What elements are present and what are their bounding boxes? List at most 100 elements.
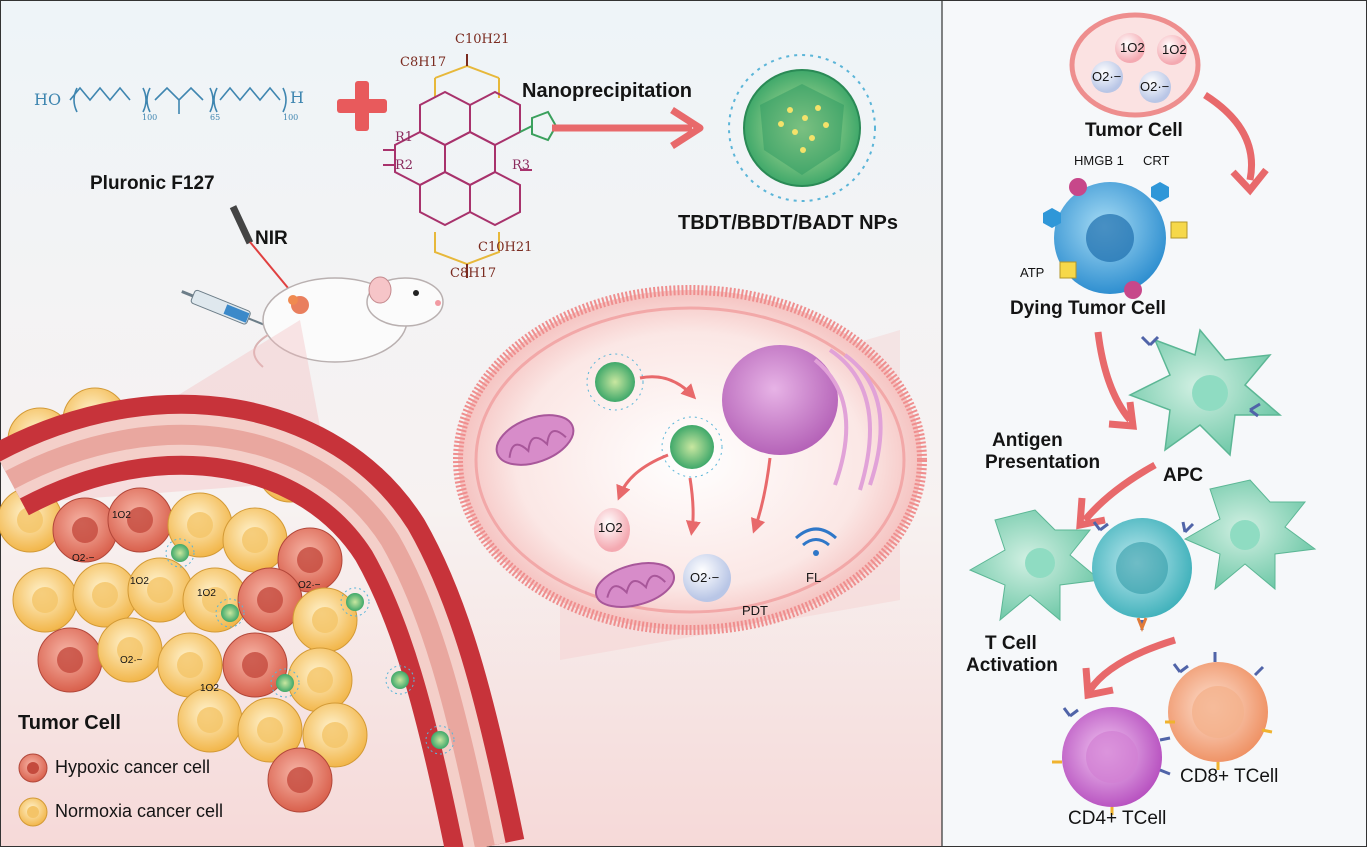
normoxia-cancer-cell <box>222 507 288 573</box>
t-cell-label: T Cell <box>985 633 1037 654</box>
golgi-icon <box>813 348 883 491</box>
dye-bottom-chain-2: C8H17 <box>450 266 497 281</box>
crt-marker <box>1043 208 1061 228</box>
normoxia-cancer-cell <box>72 562 138 628</box>
tissue-ros-label: O2·− <box>298 580 321 591</box>
wifi-icon <box>794 527 838 556</box>
hmgb1-label: HMGB 1 <box>1074 153 1124 168</box>
polymer-h-label: H <box>290 88 304 107</box>
tumor-cell-icon <box>1069 12 1201 118</box>
cell-superoxide-label: O2·− <box>690 570 720 585</box>
nanoparticle-icon <box>165 538 195 568</box>
hypoxic-cancer-cell <box>52 497 118 563</box>
fl-label: FL <box>806 570 822 585</box>
dye-bottom-chain-1: C10H21 <box>478 240 533 255</box>
nucleus-icon <box>722 345 838 455</box>
circulating-nanoparticles <box>165 538 455 755</box>
dye-molecule-icon <box>383 54 558 278</box>
plus-icon <box>337 81 387 131</box>
pdt-label: PDT <box>742 603 768 618</box>
normoxia-cancer-cell <box>127 557 193 623</box>
apc-icon <box>1183 479 1317 591</box>
ros-label: 1O2 <box>1162 42 1187 57</box>
normoxia-cancer-cell <box>302 702 368 768</box>
tissue-ros-label: 1O2 <box>112 510 131 521</box>
ros-label: O2·− <box>1092 69 1122 84</box>
nanoparticle-label: TBDT/BBDT/BADT NPs <box>678 212 898 234</box>
arrowhead <box>1076 497 1106 530</box>
singlet-oxygen-bubble <box>594 508 630 552</box>
dye-top-chain-1: C10H21 <box>455 32 510 47</box>
polymer-ho-label: HO <box>34 90 62 109</box>
cell-singlet-oxygen-label: 1O2 <box>598 520 623 535</box>
nanoparticle-icon <box>215 598 245 628</box>
arrow-to-dying-cell <box>1203 92 1255 181</box>
crt-label: CRT <box>1143 153 1170 168</box>
legend-hypoxic-label: Hypoxic cancer cell <box>55 757 211 777</box>
pluronic-structure <box>69 86 287 114</box>
legend-hypoxic-swatch <box>18 753 48 783</box>
hypoxic-cancer-cell <box>37 627 103 693</box>
hypoxic-cancer-cell <box>267 747 333 813</box>
hmgb1-marker <box>1124 281 1142 299</box>
dye-r3: R3 <box>512 158 531 173</box>
nanoparticle-icon <box>385 665 415 695</box>
blood-vessel-icon <box>0 394 525 847</box>
nanoprecipitation-arrowhead <box>670 107 704 149</box>
hypoxic-cancer-cell <box>237 567 303 633</box>
tissue-ros-label: 1O2 <box>200 683 219 694</box>
atp-marker <box>1059 261 1077 279</box>
atp-marker <box>1170 221 1188 239</box>
arrowhead <box>1230 167 1269 196</box>
normoxia-cancer-cell <box>12 567 78 633</box>
tissue-ros-label: O2·− <box>72 553 95 564</box>
normoxia-cancer-cell <box>237 697 303 763</box>
apc-label: APC <box>1163 465 1204 486</box>
nir-label: NIR <box>255 228 288 249</box>
cd4-label: CD4+ TCell <box>1068 808 1167 829</box>
tissue-ros-label: 1O2 <box>130 576 149 587</box>
polymer-name: Pluronic F127 <box>90 173 215 194</box>
hmgb1-marker <box>1069 178 1087 196</box>
arrow-to-t-cell <box>1082 461 1157 523</box>
polymer-subscript-3: 100 <box>283 113 299 122</box>
ros-label: 1O2 <box>1120 40 1145 55</box>
atp-label: ATP <box>1020 265 1045 280</box>
cd4-t-cell-icon <box>1052 707 1171 815</box>
activation-label: Activation <box>966 655 1058 676</box>
cd8-label: CD8+ TCell <box>1180 766 1279 787</box>
nanoparticle-icon <box>270 668 300 698</box>
superoxide-bubble <box>683 554 731 602</box>
arrow-to-apc <box>1094 331 1133 423</box>
nanoparticle-icon <box>661 416 723 478</box>
arrowhead <box>1082 667 1114 700</box>
nanoparticle-icon <box>728 54 876 202</box>
normoxia-cancer-cell <box>97 617 163 683</box>
zoomed-tumor-cell <box>453 285 927 635</box>
mitochondrion-icon <box>595 562 675 608</box>
t-cell-icon <box>1092 518 1195 633</box>
dye-r1: R1 <box>395 130 414 145</box>
normoxia-cancer-cell <box>167 492 233 558</box>
arrowhead <box>1108 401 1138 430</box>
antigen-label: Antigen <box>992 430 1063 451</box>
legend-normoxia-swatch <box>18 797 48 827</box>
apc-icon <box>968 509 1102 622</box>
tumor-cell-label: Tumor Cell <box>1085 120 1183 141</box>
presentation-label: Presentation <box>985 452 1101 473</box>
dye-r2: R2 <box>395 158 414 173</box>
dying-tumor-cell-label: Dying Tumor Cell <box>1010 298 1166 319</box>
dying-tumor-cell-icon <box>1043 178 1188 299</box>
dye-top-chain-2: C8H17 <box>400 55 447 70</box>
nanoparticle-icon <box>425 725 455 755</box>
arrow-to-cd4 <box>1087 636 1177 693</box>
tissue-ros-label: O2·− <box>120 655 143 666</box>
apc-icon <box>1128 328 1283 457</box>
normoxia-cancer-cell <box>287 647 353 713</box>
legend-normoxia-label: Normoxia cancer cell <box>55 801 224 821</box>
normoxia-cancer-cell <box>182 567 248 633</box>
ros-label: O2·− <box>1140 79 1170 94</box>
mitochondrion-icon <box>495 414 575 466</box>
